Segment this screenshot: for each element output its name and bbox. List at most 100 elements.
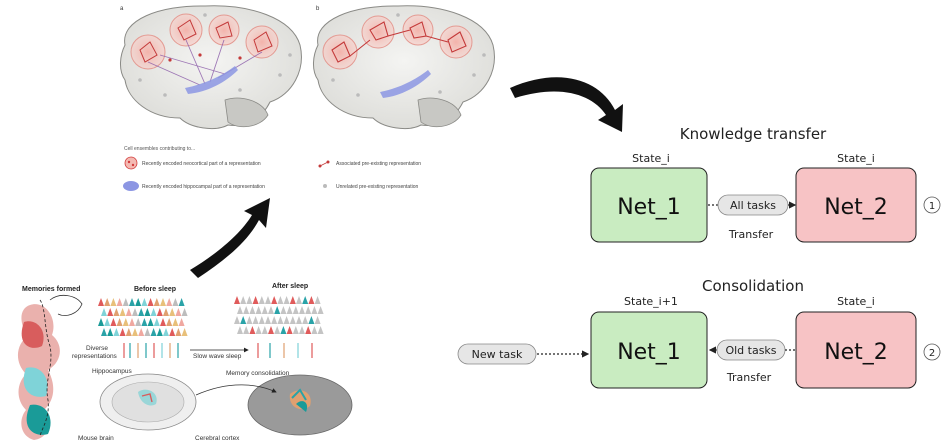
- neuron-triangle: [311, 306, 318, 314]
- neuron-triangle: [277, 316, 284, 324]
- neuron-triangle: [125, 328, 132, 336]
- panel-b-label: b: [316, 6, 320, 12]
- kt-all-tasks-text: All tasks: [730, 199, 776, 212]
- consolidation-title: Consolidation: [702, 277, 804, 295]
- neuron-triangle: [169, 328, 176, 336]
- neuron-triangle: [141, 318, 148, 326]
- neuron-triangle: [240, 316, 247, 324]
- brain-panel-b: b: [313, 5, 495, 129]
- kt-left-state: State_i: [632, 152, 670, 165]
- neuron-triangle: [153, 318, 160, 326]
- after-sleep-neurons: [234, 296, 324, 334]
- neuron-triangle: [147, 318, 154, 326]
- neuron-triangle: [246, 296, 253, 304]
- neuron-triangle: [156, 328, 163, 336]
- neuron-triangle: [261, 306, 268, 314]
- neuron-triangle: [255, 306, 262, 314]
- neuron-triangle: [317, 306, 324, 314]
- new-task-text: New task: [472, 348, 523, 361]
- neuron-triangle: [286, 306, 293, 314]
- neuron-triangle: [252, 316, 259, 324]
- neuron-triangle: [178, 298, 185, 306]
- neuron-triangle: [98, 298, 104, 306]
- neuron-triangle: [101, 328, 107, 336]
- cons-net1-label: Net_1: [617, 340, 681, 365]
- cons-net2-box: [795, 311, 917, 389]
- neuron-triangle: [122, 318, 129, 326]
- neuron-triangle: [280, 326, 287, 334]
- neuron-triangle: [283, 296, 290, 304]
- consolidation-diagram: Consolidation State_i+1 State_i New task…: [457, 277, 941, 389]
- old-tasks-text: Old tasks: [725, 344, 776, 357]
- neuron-triangle: [234, 316, 240, 324]
- cons-net2-label: Net_2: [824, 340, 888, 365]
- neuron-triangle: [172, 318, 179, 326]
- legend-item-unrelated: Unrelated pre-existing representation: [336, 184, 418, 190]
- neuron-triangle: [135, 298, 142, 306]
- memory-consolidation-label: Memory consolidation: [226, 370, 290, 377]
- neuron-triangle: [163, 328, 169, 336]
- neuron-triangle: [243, 326, 250, 334]
- neuron-triangle: [144, 308, 151, 316]
- step-one-number: 1: [929, 201, 935, 212]
- neuron-triangle: [265, 316, 271, 324]
- neuron-triangle: [119, 308, 126, 316]
- cons-net1-box: [590, 311, 708, 389]
- neuron-triangle: [289, 296, 296, 304]
- neuron-triangle: [169, 308, 176, 316]
- neuron-triangle: [271, 296, 278, 304]
- neuron-triangle: [122, 298, 129, 306]
- after-sleep-label: After sleep: [272, 283, 308, 290]
- neuron-triangle: [289, 316, 296, 324]
- neuron-triangle: [181, 308, 188, 316]
- neuron-triangle: [141, 298, 148, 306]
- neuron-triangle: [166, 298, 173, 306]
- neuron-triangle: [166, 318, 173, 326]
- cons-transfer-label: Transfer: [726, 371, 772, 384]
- neuron-triangle: [160, 318, 166, 326]
- sleep-consolidation-figure: Memories formed Before sleep After sleep: [17, 283, 353, 442]
- neuron-triangle: [107, 308, 114, 316]
- neuron-triangle: [261, 326, 268, 334]
- unrelated-legend-icon: [323, 184, 327, 188]
- neuron-triangle: [314, 296, 321, 304]
- curved-arrow-right-icon: [510, 77, 623, 132]
- neuron-triangle: [163, 308, 169, 316]
- kt-net1-label: Net_1: [617, 195, 681, 220]
- neuron-triangle: [302, 296, 309, 304]
- neuron-triangle: [249, 326, 256, 334]
- knowledge-transfer-title: Knowledge transfer: [680, 125, 827, 143]
- kt-net2-label: Net_2: [824, 195, 888, 220]
- neuron-triangle: [305, 306, 312, 314]
- legend: Cell ensembles contributing to... Recent…: [123, 146, 421, 191]
- hippocampus-label: Hippocampus: [92, 368, 132, 375]
- hippocampal-legend-icon: [123, 181, 139, 191]
- diverse-label-line2: representations: [72, 353, 118, 360]
- neuron-triangle: [305, 326, 312, 334]
- before-sleep-neurons: [98, 298, 188, 336]
- curved-arrow-up-icon: [190, 198, 270, 278]
- neuron-triangle: [138, 328, 145, 336]
- neuron-triangle: [116, 318, 123, 326]
- neuron-triangle: [153, 298, 160, 306]
- associated-legend-icon: [318, 160, 330, 168]
- neuron-triangle: [156, 308, 163, 316]
- neuron-triangle: [258, 316, 265, 324]
- neuron-triangle: [147, 298, 154, 306]
- neuron-triangle: [240, 296, 247, 304]
- neuron-triangle: [299, 306, 305, 314]
- neuron-triangle: [268, 326, 274, 334]
- neuron-triangle: [296, 316, 302, 324]
- step-two-badge: [923, 343, 941, 361]
- neuron-triangle: [274, 306, 281, 314]
- neuron-triangle: [271, 316, 278, 324]
- neuron-triangle: [252, 296, 259, 304]
- kt-right-state: State_i: [837, 152, 875, 165]
- legend-item-hippocampal: Recently encoded hippocampal part of a r…: [142, 184, 265, 190]
- neuron-triangle: [311, 326, 318, 334]
- before-sleep-label: Before sleep: [134, 286, 176, 293]
- neuron-triangle: [234, 296, 240, 304]
- neuron-triangle: [113, 328, 120, 336]
- neuron-triangle: [181, 328, 188, 336]
